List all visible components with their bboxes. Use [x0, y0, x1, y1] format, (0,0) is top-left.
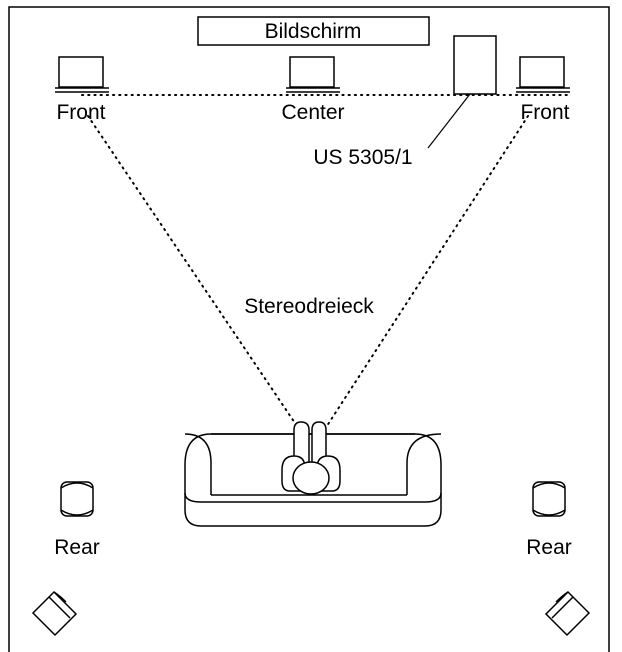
- subwoofer-pointer-line: [427, 93, 471, 149]
- rear-right-angled-speaker-icon: [544, 590, 591, 637]
- front-left-speaker-icon: [55, 56, 109, 93]
- center-label: Center: [281, 101, 344, 124]
- rear-right-speaker-icon: [532, 481, 566, 517]
- rear-right-label: Rear: [526, 536, 572, 559]
- subwoofer-icon: [453, 35, 497, 95]
- subwoofer-label: US 5305/1: [313, 146, 412, 169]
- stereo-triangle-left-edge: [87, 115, 302, 433]
- front-left-label: Front: [56, 101, 105, 124]
- center-speaker-icon: [286, 56, 340, 93]
- stereo-triangle-right-edge: [322, 115, 529, 433]
- stereo-triangle-label: Stereodreieck: [244, 295, 374, 318]
- screen-box: [197, 16, 430, 46]
- rear-left-angled-speaker-icon: [31, 590, 78, 637]
- front-right-speaker-icon: [516, 56, 570, 93]
- rear-left-speaker-icon: [60, 481, 94, 517]
- front-right-label: Front: [520, 101, 569, 124]
- room-frame: [8, 6, 610, 652]
- rear-left-label: Rear: [54, 536, 100, 559]
- screen-label: Bildschirm: [265, 20, 362, 43]
- listener-icon: [281, 421, 341, 495]
